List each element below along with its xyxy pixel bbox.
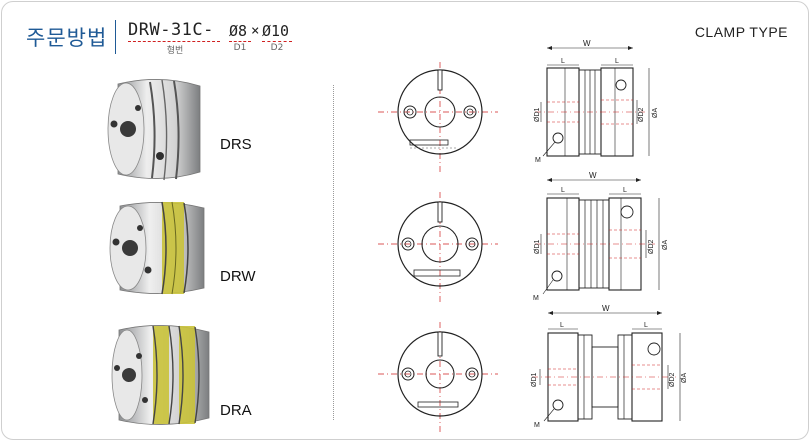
- dra-dim-d2: ØD2: [669, 373, 676, 388]
- dra-dim-a: ØA: [681, 373, 688, 383]
- order-code-d2: Ø10: [262, 22, 290, 40]
- caption-d1: D1: [233, 43, 247, 53]
- drw-dim-l-right: L: [623, 187, 627, 194]
- order-method-title: 주문방법: [26, 26, 108, 50]
- drs-dim-a: ØA: [652, 108, 659, 118]
- d1-underline: [229, 41, 251, 42]
- dra-dim-l-left: L: [560, 322, 564, 329]
- dra-front-view: [378, 322, 498, 432]
- dra-dim-l-right: L: [644, 322, 648, 329]
- drs-dim-l-left: L: [561, 58, 565, 65]
- model-label-dra: DRA: [220, 402, 252, 419]
- dra-side-view: W L L ØA ØD2 ØD1 M: [531, 304, 688, 429]
- drw-front-view: [378, 192, 498, 302]
- drs-side-view: W L L ØA ØD2 ØD1 M: [534, 39, 659, 164]
- order-code-d1: Ø8: [229, 22, 248, 40]
- caption-d2: D2: [270, 43, 284, 53]
- drs-dim-d2: ØD2: [638, 108, 645, 123]
- clamp-type-title: CLAMP TYPE: [694, 24, 788, 40]
- model-label-drs: DRS: [220, 136, 252, 153]
- model-label-drw: DRW: [220, 268, 256, 285]
- drw-dim-l-left: L: [561, 187, 565, 194]
- drw-dim-d1: ØD1: [534, 240, 541, 255]
- drs-front-view: [378, 62, 498, 172]
- section-divider: [333, 85, 334, 420]
- title-divider: [115, 20, 116, 54]
- drs-coupling-photo: [107, 79, 201, 181]
- drs-dim-l-right: L: [615, 58, 619, 65]
- drw-dim-d2: ØD2: [648, 240, 655, 255]
- d2-underline: [262, 41, 292, 42]
- order-code-sep: ×: [251, 23, 260, 39]
- order-code-model: DRW-31C-: [128, 20, 214, 40]
- dra-coupling-photo: [111, 325, 210, 425]
- model-underline: [128, 41, 220, 42]
- drs-dim-m: M: [535, 157, 541, 164]
- drw-side-view: W L L ØA ØD2 ØD1 M: [533, 171, 669, 302]
- dra-dim-w: W: [602, 304, 610, 313]
- dra-dim-d1: ØD1: [531, 373, 538, 388]
- drw-coupling-photo: [109, 201, 205, 295]
- drs-dim-d1: ØD1: [534, 108, 541, 123]
- caption-model: 형번: [166, 46, 184, 56]
- drs-dim-w: W: [583, 39, 591, 48]
- drw-dim-a: ØA: [662, 240, 669, 250]
- drw-dim-m: M: [533, 295, 539, 302]
- dra-dim-m: M: [534, 422, 540, 429]
- drw-dim-w: W: [589, 171, 597, 180]
